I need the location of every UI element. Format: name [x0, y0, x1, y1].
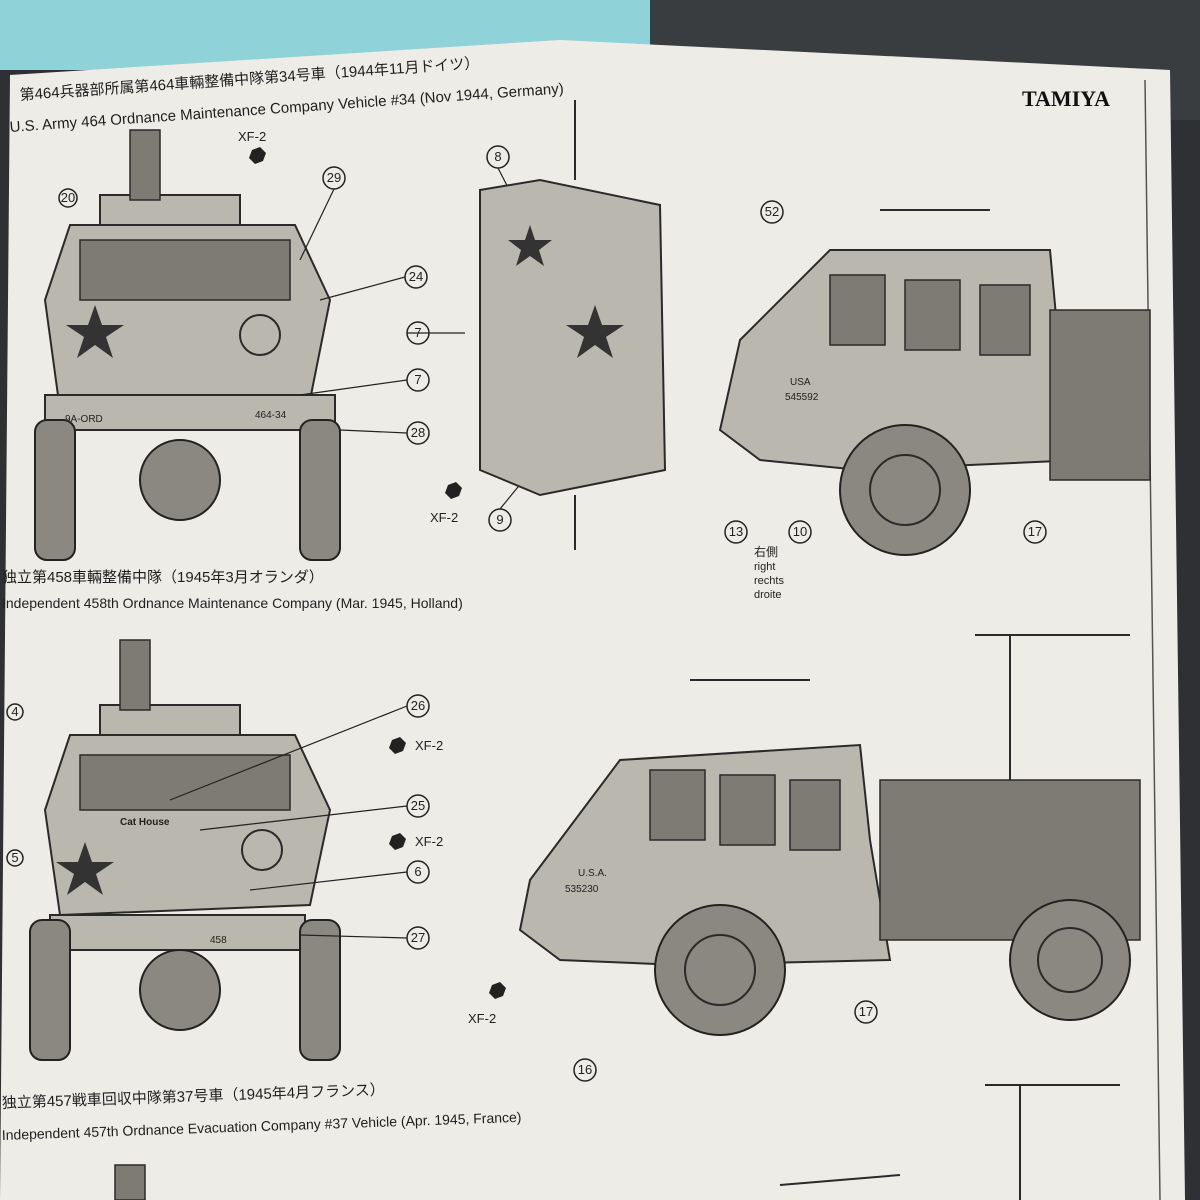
top-armor-body: [479, 178, 667, 497]
side-window-2: [904, 279, 961, 351]
front-tire-right: [299, 419, 341, 561]
paint-code-label-4: XF-2: [415, 834, 443, 849]
svg-text:13: 13: [729, 524, 743, 539]
windshield: [79, 754, 291, 811]
svg-text:10: 10: [793, 524, 807, 539]
paint-code-label-1: XF-2: [238, 129, 266, 144]
side-label-fr: droite: [754, 589, 782, 601]
svg-text:7: 7: [414, 372, 421, 387]
front-tire-left: [29, 919, 71, 1061]
star-insignia-top-1: [508, 225, 552, 266]
windshield: [79, 239, 291, 301]
leader-6: [249, 871, 408, 891]
leader-25: [199, 805, 408, 831]
headlight-guard: [239, 314, 281, 356]
nose-art: Cat House: [120, 817, 170, 828]
vehicle1-top-view: [479, 100, 667, 550]
section2-title-jp: 独立第458車輛整備中隊（1945年3月オランダ）: [2, 568, 324, 586]
svg-text:52: 52: [765, 204, 779, 219]
machine-gun-mount: [129, 129, 161, 201]
front-tire-left: [34, 419, 76, 561]
svg-text:27: 27: [411, 930, 425, 945]
side-front-wheel: [654, 904, 786, 1036]
front-bumper: [44, 394, 336, 431]
side-marking-usa-2: U.S.A.: [578, 868, 607, 879]
side-front-hub: [869, 454, 941, 526]
bumper-marking-2: 458: [210, 935, 227, 946]
svg-text:29: 29: [327, 170, 341, 185]
side-front-wheel: [839, 424, 971, 556]
side-window-3: [979, 284, 1031, 356]
svg-text:26: 26: [411, 698, 425, 713]
machine-gun-mount: [114, 1164, 146, 1200]
brand-logo: TAMIYA: [1022, 86, 1110, 111]
section2-title-en: Independent 458th Ordnance Maintenance C…: [2, 595, 463, 611]
vehicle3-partial: [114, 1084, 1120, 1200]
side-rear-wheel: [1009, 899, 1131, 1021]
paint-code-label-3: XF-2: [415, 738, 443, 753]
leader-27: [299, 934, 408, 939]
paint-drop-icon: [445, 482, 462, 499]
machine-gun-mount: [119, 639, 151, 711]
svg-text:16: 16: [578, 1062, 592, 1077]
side-marking-serial-2: 535230: [565, 884, 599, 895]
bumper-marking-right-1: 464-34: [255, 410, 287, 421]
winch-drum: [139, 439, 221, 521]
rear-equipment: [1049, 309, 1151, 481]
paint-code-label-2: XF-2: [430, 510, 458, 525]
star-insignia: [56, 842, 114, 895]
svg-text:5: 5: [11, 850, 18, 865]
paint-drop-icon: [489, 982, 506, 999]
vehicle2-side-view: U.S.A. 535230: [518, 634, 1141, 1036]
svg-text:17: 17: [859, 1004, 873, 1019]
star-insignia: [66, 305, 124, 358]
side-rear-hub: [1037, 927, 1103, 993]
headlight-guard: [241, 829, 283, 871]
svg-text:17: 17: [1028, 524, 1042, 539]
paint-drop-icon: [249, 147, 266, 164]
side-label-en: right: [754, 561, 775, 573]
paint-drop-icon: [389, 737, 406, 754]
side-machine-gun: [779, 1174, 901, 1186]
vehicle1-side-view: USA 545592: [718, 209, 1151, 556]
side-label-de: rechts: [754, 575, 784, 587]
vehicle2-callouts: 4 5 26 25 6 27 16 17: [6, 694, 878, 1082]
leader-15: [299, 379, 408, 396]
page-edge-line: [1144, 79, 1161, 1200]
leader-29: [299, 188, 335, 261]
svg-text:20: 20: [61, 190, 75, 205]
svg-text:9: 9: [496, 512, 503, 527]
paint-drop-icon: [389, 833, 406, 850]
leader-28: [339, 429, 408, 434]
side-front-hub: [684, 934, 756, 1006]
side-label-jp: 右側: [754, 544, 778, 559]
svg-text:6: 6: [414, 864, 421, 879]
paint-code-label-5: XF-2: [468, 1011, 496, 1026]
bumper-marking-left-1: 9A-ORD: [65, 414, 103, 425]
side-window-1: [649, 769, 706, 841]
front-tire-right: [299, 919, 341, 1061]
winch-drum: [139, 949, 221, 1031]
vehicle1-front-view: 9A-ORD 464-34: [34, 129, 341, 561]
leader-26: [169, 705, 408, 801]
svg-text:24: 24: [409, 269, 423, 284]
svg-text:25: 25: [411, 798, 425, 813]
side-marking-serial-1: 545592: [785, 392, 819, 403]
side-window-3: [789, 779, 841, 851]
star-insignia-top-2: [566, 305, 624, 358]
leader-24: [319, 276, 406, 301]
front-bumper: [49, 914, 306, 951]
side-window-1: [829, 274, 886, 346]
side-marking-usa-1: USA: [790, 377, 811, 388]
side-window-2: [719, 774, 776, 846]
svg-text:8: 8: [494, 149, 501, 164]
roof-ring: [99, 194, 241, 226]
svg-text:28: 28: [411, 425, 425, 440]
svg-text:4: 4: [11, 704, 18, 719]
vehicle2-front-view: Cat House 458: [29, 639, 341, 1061]
